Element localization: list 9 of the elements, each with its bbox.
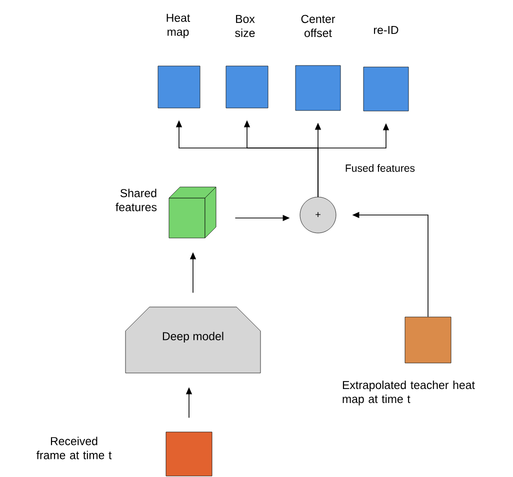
- edge-label: Fused features: [344, 163, 416, 173]
- model-block: Deep model: [125, 306, 261, 374]
- node-label: Shared features: [116, 188, 157, 212]
- node-label: re-ID: [374, 26, 398, 34]
- node-label: Heat map: [166, 14, 190, 38]
- node-label: Box size: [235, 15, 255, 37]
- node-label: Received frame at time t: [36, 436, 112, 460]
- node-label: Extrapolated teacher heat map at time t: [342, 380, 475, 406]
- node-label: Center offset: [301, 14, 336, 38]
